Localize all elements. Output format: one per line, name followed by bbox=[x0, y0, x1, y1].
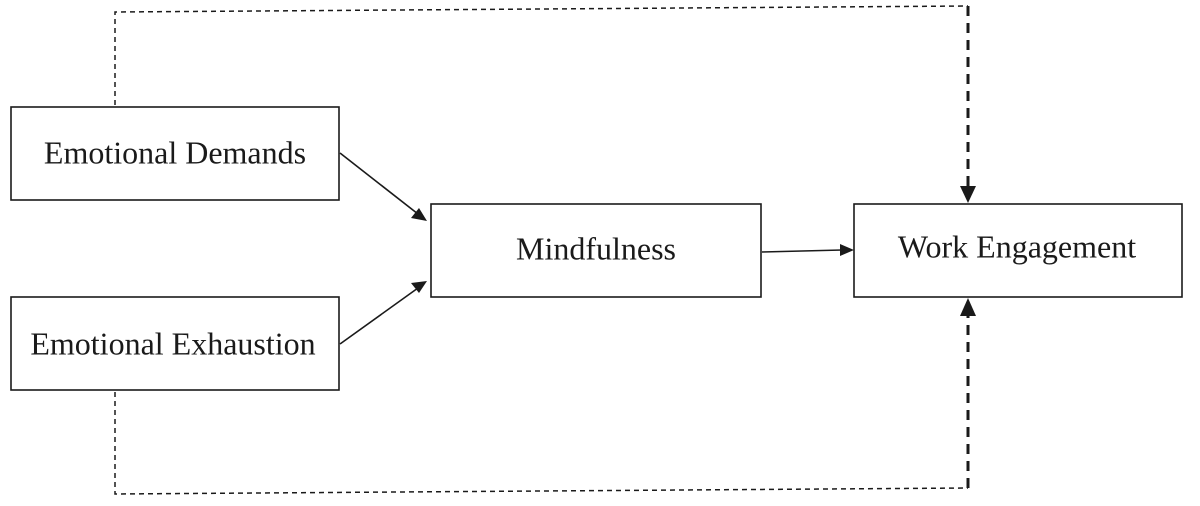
node-box bbox=[430, 203, 762, 298]
arrowhead-mindfulness-engagement bbox=[840, 244, 854, 256]
direct-effect-paths bbox=[114, 5, 976, 495]
node-work-engagement: Work Engagement bbox=[853, 203, 1183, 298]
edge-exhaustion-to-mindfulness bbox=[339, 287, 419, 345]
node-emotional-demands: Emotional Demands bbox=[10, 106, 340, 201]
arrowhead-up-engagement bbox=[960, 298, 976, 316]
edge-exhaustion-to-engagement-dotted bbox=[114, 392, 969, 495]
edge-mindfulness-to-engagement bbox=[761, 249, 843, 253]
node-label-mindfulness: Mindfulness bbox=[516, 230, 676, 266]
node-label-emotional-exhaustion: Emotional Exhaustion bbox=[30, 325, 315, 361]
arrowhead-exhaustion-mindfulness bbox=[411, 281, 427, 293]
indirect-effect-paths bbox=[339, 152, 854, 345]
arrowhead-demands-mindfulness bbox=[411, 208, 427, 221]
node-mindfulness: Mindfulness bbox=[430, 203, 762, 298]
node-label-work-engagement: Work Engagement bbox=[898, 228, 1136, 264]
edge-demands-to-engagement-dotted bbox=[114, 5, 969, 105]
node-label-emotional-demands: Emotional Demands bbox=[44, 134, 306, 170]
node-box bbox=[10, 106, 340, 201]
node-box bbox=[10, 296, 340, 391]
node-emotional-exhaustion: Emotional Exhaustion bbox=[10, 296, 340, 391]
arrowhead-down-engagement bbox=[960, 186, 976, 203]
edge-demands-to-mindfulness bbox=[339, 152, 419, 215]
node-box bbox=[853, 203, 1183, 298]
